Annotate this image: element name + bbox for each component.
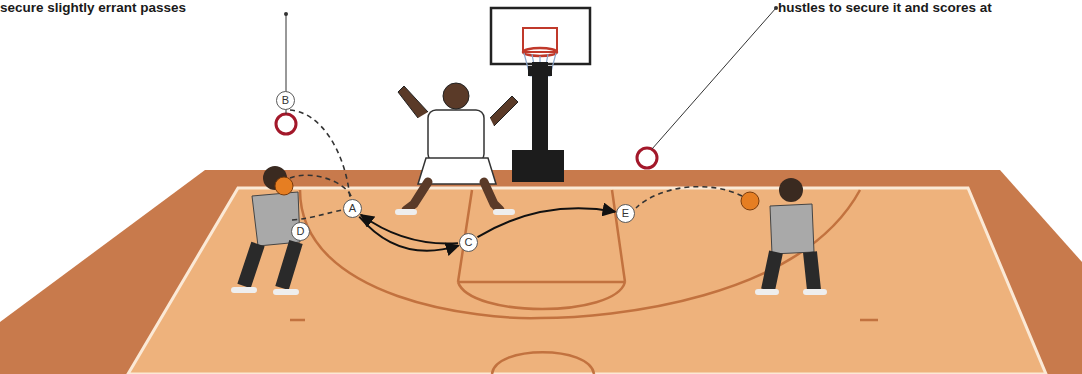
- defender-player: [398, 83, 518, 212]
- right-passer: [741, 178, 824, 292]
- basketball-hoop: [491, 8, 590, 182]
- callout-letter-circle: A: [343, 199, 362, 218]
- paint-lines: [290, 190, 878, 374]
- court-apron: [0, 170, 1082, 374]
- callout-letter: B: [282, 95, 289, 106]
- callout-letter: A: [349, 203, 356, 214]
- pass-paths: [290, 110, 742, 220]
- callout-letter-circle: E: [616, 204, 635, 223]
- movement-arrow: [477, 208, 615, 237]
- callout-letter: D: [297, 226, 305, 237]
- court-lines: [128, 188, 1046, 374]
- callout-letter: E: [622, 208, 629, 219]
- court-floor: [128, 188, 1046, 374]
- callout-letter-circle: D: [291, 222, 310, 241]
- movement-arrow: [359, 217, 458, 251]
- left-passer: [234, 166, 300, 292]
- callout-note: secure slightly errant passes: [0, 0, 186, 15]
- callout-note: hustles to secure it and scores at: [778, 0, 992, 15]
- movement-arrow: [361, 215, 458, 244]
- callout-letter-circle: B: [276, 91, 295, 110]
- callout-letter-circle: C: [459, 233, 478, 252]
- callout-letter: C: [465, 237, 473, 248]
- callout-markers: [276, 6, 778, 168]
